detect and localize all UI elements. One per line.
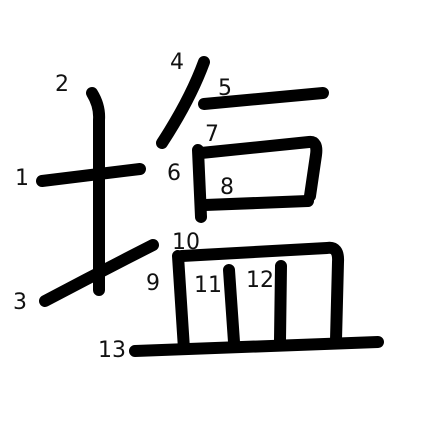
stroke-number-9: 9 — [146, 271, 160, 296]
stroke-1 — [36, 163, 146, 187]
stroke-number-12: 12 — [246, 268, 274, 293]
stroke-10 — [176, 241, 345, 346]
stroke-3 — [39, 239, 159, 307]
character-strokes — [36, 56, 384, 357]
stroke-number-10: 10 — [172, 230, 200, 255]
stroke-number-5: 5 — [218, 76, 232, 101]
stroke-number-13: 13 — [98, 338, 126, 363]
stroke-number-2: 2 — [55, 72, 69, 97]
stroke-7 — [195, 135, 323, 202]
stroke-number-1: 1 — [15, 166, 29, 191]
stroke-4 — [156, 56, 210, 149]
stroke-number-6: 6 — [167, 161, 181, 186]
stroke-number-4: 4 — [170, 50, 184, 75]
stroke-numbers: 1 2 3 4 5 6 7 8 9 10 11 12 13 — [13, 50, 274, 363]
stroke-9 — [172, 250, 190, 355]
stroke-number-11: 11 — [194, 273, 222, 298]
stroke-13 — [129, 336, 384, 357]
stroke-12 — [274, 260, 287, 346]
stroke-number-7: 7 — [205, 122, 219, 147]
stroke-8 — [199, 195, 314, 211]
stroke-number-8: 8 — [220, 175, 234, 200]
stroke-2 — [86, 87, 106, 296]
stroke-11 — [223, 264, 240, 348]
stroke-5 — [198, 87, 329, 110]
stroke-number-3: 3 — [13, 290, 27, 315]
